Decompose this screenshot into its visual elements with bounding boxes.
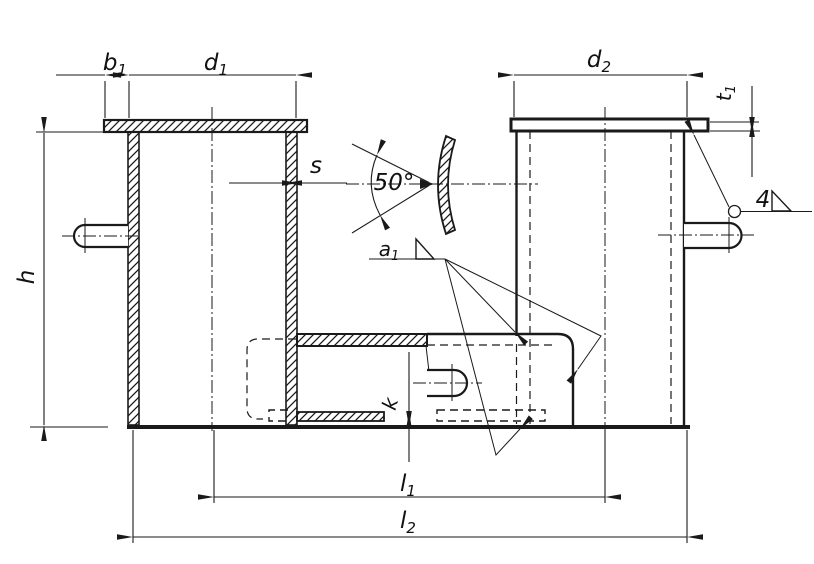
left-cap-plate [102, 118, 309, 134]
label-k: k [377, 394, 404, 413]
center-lines [62, 107, 754, 459]
structure [72, 117, 743, 429]
a1-leader-1 [444, 258, 529, 346]
box-outline-right [427, 332, 575, 425]
weld-symbol-4 [684, 119, 812, 219]
left-tube-wall-right [285, 131, 298, 426]
box-bottom-plate-hidden-left [268, 409, 288, 422]
fillet-weld-triangle-icon [415, 237, 436, 260]
label-weld-4: 4 [756, 187, 771, 213]
box-left-hidden-outline [246, 338, 296, 420]
label-a1: a1 [379, 237, 400, 264]
label-l2: l2 [400, 508, 416, 537]
label-s: s [310, 153, 322, 179]
label-b1: b1 [103, 50, 127, 79]
box-bottom-plate-section [296, 411, 385, 422]
dimension-l2 [117, 430, 703, 543]
weld4-leader [684, 119, 730, 208]
dimension-h [30, 117, 108, 441]
dimension-d2 [498, 72, 703, 117]
dimension-b1 [56, 72, 130, 118]
labels: b1 d1 d2 t1 s 50° a1 4 h k l1 l2 [14, 47, 770, 537]
label-t1: t1 [712, 85, 739, 101]
label-d2: d2 [587, 47, 611, 76]
dimension-l1 [198, 430, 621, 503]
left-tube-wall-left [127, 131, 140, 426]
dimension-angle-50 [351, 139, 434, 234]
left-bollard-tube [102, 118, 309, 426]
label-d1: d1 [204, 50, 228, 79]
label-l1: l1 [400, 471, 416, 500]
box-top-plate-section [296, 333, 428, 347]
weld-symbol-a1 [369, 237, 602, 457]
right-cap-plate [509, 117, 710, 133]
weld4-circle-icon [727, 204, 742, 219]
a1-leader-2 [444, 258, 602, 384]
angle-vertex-arrow [420, 179, 434, 189]
weld-prep-wall-section [437, 134, 457, 236]
dimension-d1 [113, 72, 312, 118]
a1-leader-3 [444, 258, 533, 457]
dimension-t1 [710, 86, 760, 177]
fillet-weld-triangle-icon [771, 189, 793, 212]
dimensions [30, 72, 760, 543]
box-bottom-plate-hidden-right [436, 409, 546, 422]
weld-symbols [369, 119, 812, 457]
label-h: h [14, 270, 40, 285]
label-angle-50: 50° [374, 170, 415, 196]
right-bollard-tube [509, 117, 710, 425]
